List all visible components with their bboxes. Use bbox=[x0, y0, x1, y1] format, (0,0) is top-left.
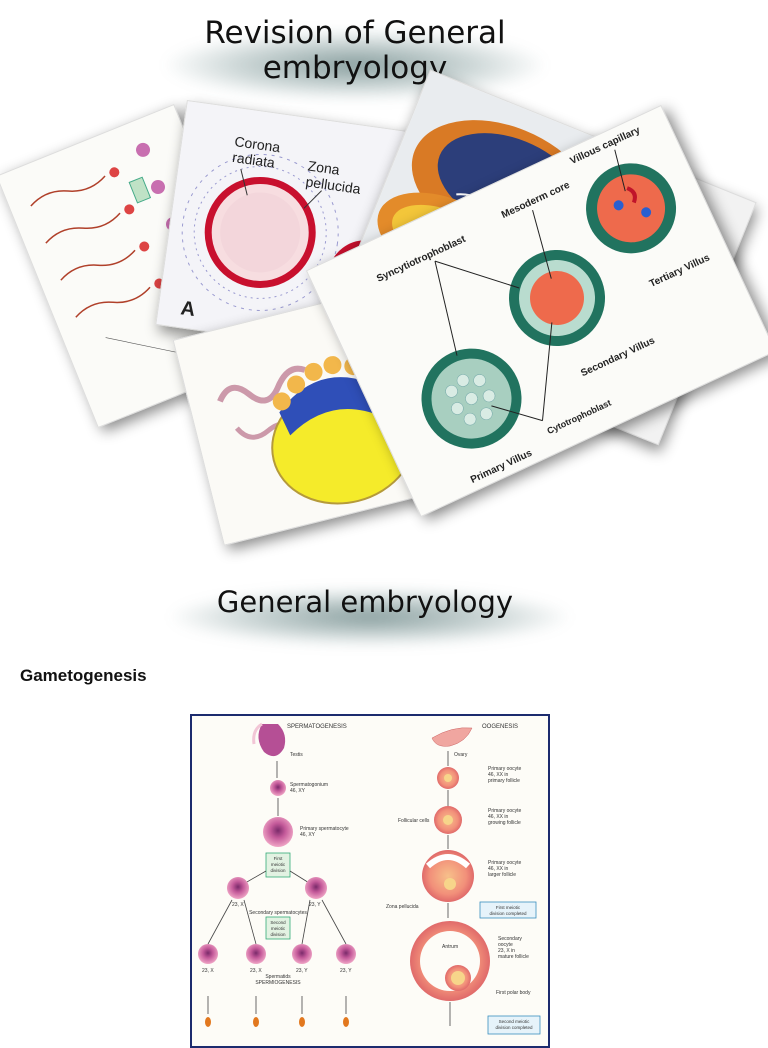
oocyte2-l3: growing follicle bbox=[488, 820, 521, 826]
zona-label-1: Zona bbox=[307, 158, 341, 178]
oocyte2-l1: Primary oocyte bbox=[488, 808, 522, 814]
zona-pellucida-label: Zona pellucida bbox=[386, 904, 419, 910]
secondary-spermatocyte-x: 23, X bbox=[232, 902, 244, 908]
corona-label-1: Corona bbox=[234, 133, 282, 155]
title-glow bbox=[165, 30, 545, 100]
second-meiotic-l2: meiotic bbox=[271, 926, 286, 931]
page-title: Revision of General embryology bbox=[150, 16, 560, 85]
card-villi: Syncytiotrophoblast Mesoderm core Villou… bbox=[305, 104, 768, 518]
spermatid-x-2: 23, X bbox=[250, 968, 262, 974]
antrum-label: Antrum bbox=[442, 944, 458, 950]
primary-spermatocyte-karyotype: 46, XY bbox=[300, 832, 316, 838]
oocyte2-l2: 46, XX in bbox=[488, 814, 509, 820]
sec-oocyte-l3: 23, X in bbox=[498, 948, 515, 954]
second-meiotic-partial-l1: Second meiotic bbox=[499, 1019, 531, 1024]
page-title-line1: Revision of General bbox=[204, 15, 506, 51]
oocyte1-l1: Primary oocyte bbox=[488, 766, 522, 772]
spermatid-y-2: 23, Y bbox=[340, 968, 352, 974]
zona-label-2: pellucida bbox=[305, 173, 362, 197]
spermiogenesis-label: SPERMIOGENESIS bbox=[255, 980, 301, 986]
villi-image: Syncytiotrophoblast Mesoderm core Villou… bbox=[307, 106, 768, 516]
spermatogonium-label: Spermatogonium bbox=[290, 782, 328, 788]
image-collage: Corona radiata Zona pellucida A bbox=[0, 69, 768, 570]
subsection-heading: Gametogenesis bbox=[20, 666, 147, 685]
oocyte3-l2: 46, XX in bbox=[488, 866, 509, 872]
second-meiotic-l3: division bbox=[270, 932, 286, 937]
ovary-label: Ovary bbox=[454, 752, 468, 758]
oocyte1-l3: primary follicle bbox=[488, 778, 520, 784]
spermatogonium-karyotype: 46, XY bbox=[290, 788, 306, 794]
first-meiotic-l2: meiotic bbox=[271, 862, 286, 867]
page-title-line2: embryology bbox=[262, 49, 448, 86]
sec-oocyte-l2: oocyte bbox=[498, 942, 513, 948]
section-heading-glow bbox=[170, 588, 570, 646]
spermatid-x-1: 23, X bbox=[202, 968, 214, 974]
spermatids-label: Spermatids bbox=[265, 974, 291, 980]
gametogenesis-diagram: SPERMATOGENESIS Testis Spermatogonium 46… bbox=[198, 722, 541, 1035]
follicular-cells-label: Follicular cells bbox=[398, 818, 430, 824]
corona-label-2: radiata bbox=[231, 149, 276, 171]
sec-oocyte-l4: mature follicle bbox=[498, 954, 529, 960]
section-heading: General embryology bbox=[216, 585, 514, 619]
testis-label: Testis bbox=[290, 752, 303, 758]
secondary-spermatocyte-y: 23, Y bbox=[309, 902, 321, 908]
first-meiotic-done-l1: First meiotic bbox=[496, 905, 521, 910]
spermatid-y-1: 23, Y bbox=[296, 968, 308, 974]
oocyte1-l2: 46, XX in bbox=[488, 772, 509, 778]
first-meiotic-l3: division bbox=[270, 868, 286, 873]
second-meiotic-l1: Second bbox=[270, 920, 286, 925]
secondary-spermatocytes-label: Secondary spermatocytes bbox=[249, 910, 307, 916]
second-meiotic-partial-l2: division completed bbox=[495, 1025, 533, 1030]
first-meiotic-l1: First bbox=[274, 856, 283, 861]
spermatogenesis-title: SPERMATOGENESIS bbox=[287, 724, 347, 730]
gametogenesis-figure: SPERMATOGENESIS Testis Spermatogonium 46… bbox=[190, 714, 550, 1048]
primary-spermatocyte-label: Primary spermatocyte bbox=[300, 826, 349, 832]
first-polar-body-label: First polar body bbox=[496, 990, 531, 996]
panel-letter: A bbox=[179, 297, 196, 321]
first-meiotic-done-l2: division completed bbox=[489, 911, 527, 916]
oocyte3-l1: Primary oocyte bbox=[488, 860, 522, 866]
oocyte3-l3: larger follicle bbox=[488, 872, 516, 878]
oogenesis-title: OOGENESIS bbox=[482, 724, 518, 730]
sec-oocyte-l1: Secondary bbox=[498, 936, 522, 942]
